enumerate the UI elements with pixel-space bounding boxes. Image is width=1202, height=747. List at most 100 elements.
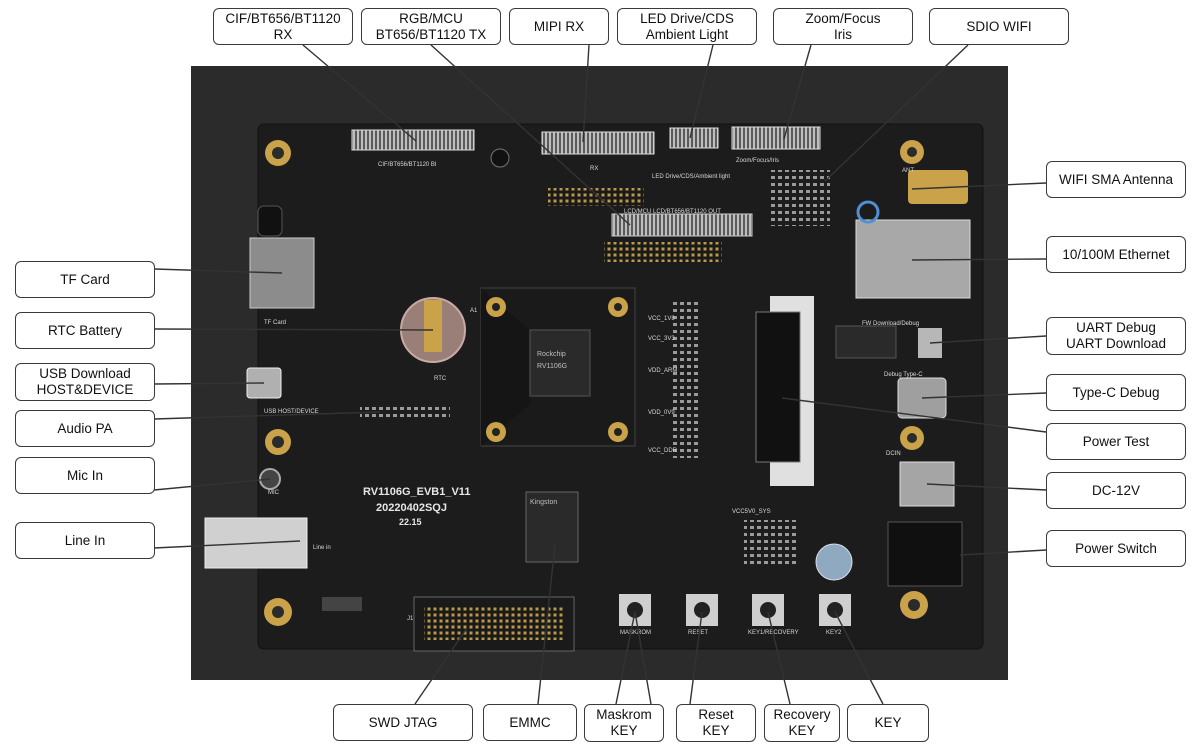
- callout-line-in: Line In: [15, 522, 155, 559]
- antenna-cable: [856, 200, 880, 224]
- socket-screws: [486, 297, 628, 442]
- callout-usb-download-line1: USB Download: [39, 366, 131, 381]
- callout-cif-rx-line2: RX: [273, 26, 293, 42]
- callout-audio-pa-line1: Audio PA: [57, 420, 113, 436]
- silk-zoom: Zoom/Focus/Iris: [736, 158, 779, 164]
- callout-cif-rx-line1: CIF/BT656/BT1120: [225, 10, 341, 26]
- silk-linein: Line in: [313, 545, 331, 551]
- pin-row: [548, 188, 644, 206]
- key-buttons: [619, 594, 851, 626]
- soc-chip: [529, 329, 591, 397]
- callout-recovery-key: Recovery KEY: [764, 704, 840, 742]
- callout-power-switch: Power Switch: [1046, 530, 1186, 567]
- silk-lcd: LCD/MCU LCD/BT656/BT1120 OUT: [624, 209, 721, 215]
- callout-swd-jtag-line1: SWD JTAG: [368, 714, 438, 730]
- callout-maskrom-key-line1: Maskrom: [596, 707, 652, 722]
- cif-connector: [351, 129, 475, 151]
- silk-key2: RESET: [688, 630, 708, 636]
- speaker-jack: [490, 148, 510, 168]
- callout-rgb-mcu-line2: BT656/BT1120 TX: [375, 26, 487, 42]
- led-connector: [669, 127, 719, 149]
- callout-tf-card: TF Card: [15, 261, 155, 298]
- regulator-area: [744, 520, 798, 566]
- silk-ant: ANT: [902, 168, 914, 174]
- silk-vcc4: VDD_0V9: [648, 410, 675, 416]
- callout-dc-12v: DC-12V: [1046, 472, 1186, 509]
- silk-vcc1: VCC_1V8: [648, 316, 675, 322]
- rtc-contact: [424, 300, 442, 352]
- silk-emmc-brand: Kingston: [530, 499, 557, 506]
- callout-wifi-sma-line1: WIFI SMA Antenna: [1058, 171, 1174, 187]
- callout-rgb-mcu: RGB/MCU BT656/BT1120 TX: [361, 8, 501, 45]
- callout-key: KEY: [847, 704, 929, 742]
- silk-vcc3: VDD_ARM: [648, 368, 677, 374]
- board-code: 22.15: [399, 517, 422, 527]
- callout-reset-key: Reset KEY: [676, 704, 756, 742]
- callout-rtc-battery-line1: RTC Battery: [47, 322, 123, 338]
- silk-rtc: RTC: [434, 376, 447, 382]
- callout-cif-rx: CIF/BT656/BT1120 RX: [213, 8, 353, 45]
- callout-emmc: EMMC: [483, 704, 577, 741]
- silk-rx: RX: [590, 166, 598, 172]
- silk-fw: FW Download/Debug: [862, 321, 919, 327]
- callout-rgb-mcu-line1: RGB/MCU: [399, 10, 463, 26]
- callout-mic-in: Mic In: [15, 457, 155, 494]
- lcd-connector: [611, 213, 753, 237]
- callout-swd-jtag: SWD JTAG: [333, 704, 473, 741]
- callout-zoom-focus: Zoom/Focus Iris: [773, 8, 913, 45]
- silk-tf: TF Card: [264, 320, 286, 326]
- callout-typec-debug-line1: Type-C Debug: [1072, 384, 1160, 400]
- board-date: 20220402SQJ: [376, 502, 447, 514]
- callout-maskrom-key: Maskrom KEY: [584, 704, 664, 742]
- pin-row: [604, 242, 722, 262]
- silk-led: LED Drive/CDS/Ambient light: [652, 174, 730, 180]
- callout-typec-debug: Type-C Debug: [1046, 374, 1186, 411]
- silk-mic: MIC: [268, 490, 280, 496]
- callout-uart-debug: UART Debug UART Download: [1046, 317, 1186, 355]
- mounting-holes: [264, 140, 928, 626]
- callout-tf-card-line1: TF Card: [60, 271, 110, 287]
- emmc-chip: [525, 491, 579, 563]
- sma-antenna: [908, 170, 968, 204]
- silk-soc-brand: Rockchip: [537, 351, 566, 358]
- callout-recovery-key-line1: Recovery: [773, 707, 831, 722]
- callout-wifi-sma: WIFI SMA Antenna: [1046, 161, 1186, 198]
- callout-sdio-wifi-line1: SDIO WIFI: [966, 18, 1032, 34]
- silk-vcc5: VCC_DDR: [648, 448, 678, 454]
- callout-audio-pa: Audio PA: [15, 410, 155, 447]
- silk-key4: KEY2: [826, 630, 842, 636]
- callout-uart-debug-line2: UART Download: [1065, 336, 1167, 351]
- callout-mipi-rx: MIPI RX: [509, 8, 609, 45]
- silk-soc-part: RV1106G: [537, 363, 567, 370]
- callout-zoom-focus-line2: Iris: [834, 26, 852, 42]
- silk-vcc5v: VCC5V0_SYS: [732, 509, 771, 515]
- callout-led-drive: LED Drive/CDS Ambient Light: [617, 8, 757, 45]
- callout-usb-download-line2: HOST&DEVICE: [36, 382, 134, 397]
- silk-typec: Debug Type-C: [884, 372, 923, 378]
- callout-dc-12v-line1: DC-12V: [1091, 482, 1140, 498]
- mipi-connector: [541, 131, 655, 155]
- wifi-module: [770, 170, 830, 226]
- callout-mic-in-line1: Mic In: [66, 467, 103, 483]
- callout-key-line1: KEY: [874, 715, 902, 730]
- callout-led-drive-line2: Ambient Light: [645, 26, 729, 42]
- board-name: RV1106G_EVB1_V11: [363, 486, 470, 498]
- silk-usb: USB HOST/DEVICE: [264, 409, 319, 415]
- callout-sdio-wifi: SDIO WIFI: [929, 8, 1069, 45]
- callout-line-in-line1: Line In: [64, 532, 106, 548]
- callout-usb-download: USB Download HOST&DEVICE: [15, 363, 155, 401]
- callout-reset-key-line1: Reset: [698, 707, 734, 722]
- callout-ethernet-line1: 10/100M Ethernet: [1062, 246, 1170, 262]
- callout-rtc-battery: RTC Battery: [15, 312, 155, 349]
- uart-chip: [835, 325, 897, 359]
- callout-maskrom-key-line2: KEY: [610, 723, 638, 738]
- callout-recovery-key-line2: KEY: [788, 723, 816, 738]
- audio-pa-chips: [360, 404, 450, 420]
- callout-led-drive-line1: LED Drive/CDS: [640, 10, 734, 26]
- silk-cif: CIF/BT656/BT1120 BI: [378, 162, 437, 168]
- small-connector: [322, 597, 362, 611]
- silk-j1: J1: [407, 616, 414, 622]
- callout-reset-key-line2: KEY: [702, 723, 730, 738]
- silk-vcc2: VCC_3V3: [648, 336, 675, 342]
